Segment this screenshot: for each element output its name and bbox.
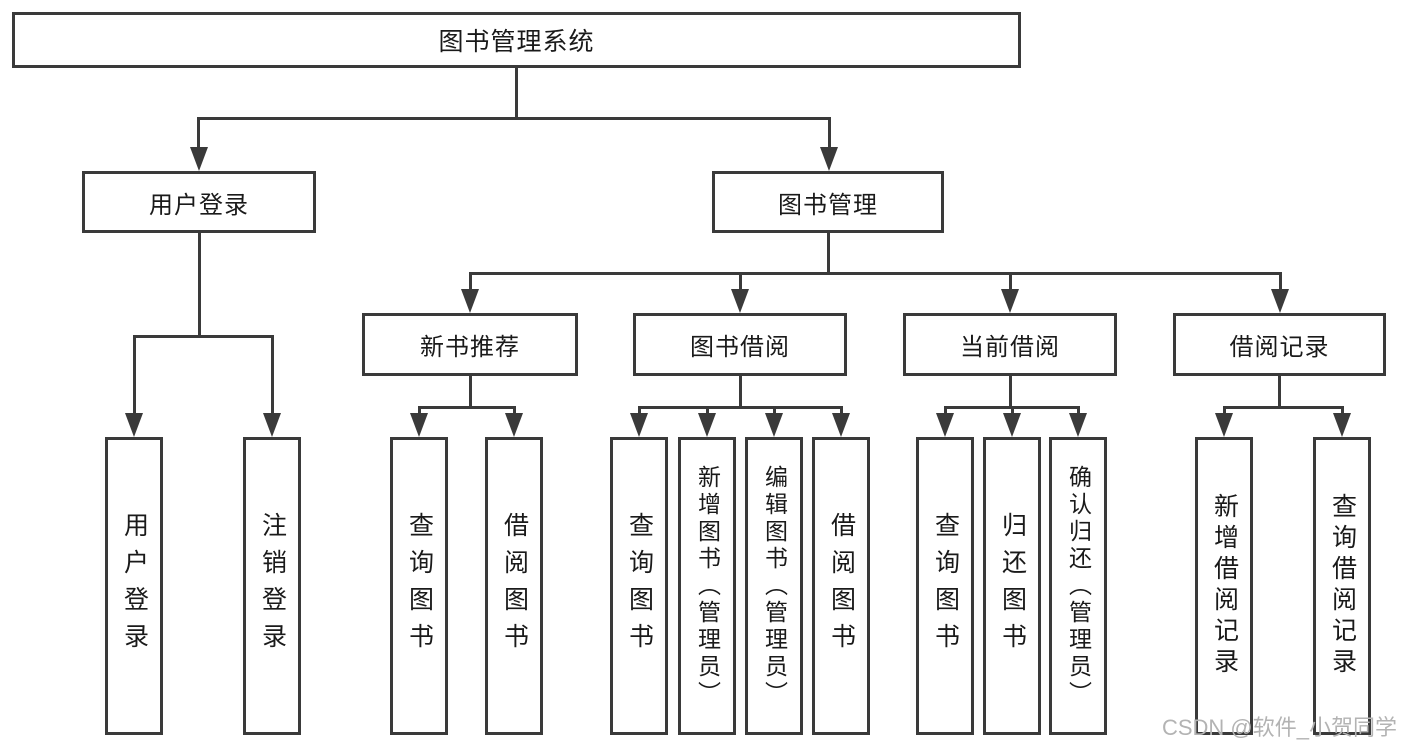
connector-line: [1278, 376, 1281, 408]
leaf-label: 查询借阅记录: [1328, 493, 1357, 679]
node-current-borrowing: 当前借阅: [903, 313, 1117, 376]
connector-line: [198, 233, 201, 335]
connector-line: [1279, 274, 1282, 292]
leaf-borrow-books-recommend: 借阅图书: [485, 437, 543, 735]
connector-line: [469, 376, 472, 408]
leaf-label: 用户登录: [120, 512, 149, 660]
node-library-management-system: 图书管理系统: [12, 12, 1021, 68]
leaf-borrow-books-borrowing: 借阅图书: [812, 437, 870, 735]
arrow-down-icon: [1271, 289, 1289, 313]
connector-line: [827, 233, 830, 274]
arrow-down-icon: [820, 147, 838, 171]
connector-line: [1011, 406, 1014, 416]
leaf-label: 注销登录: [258, 512, 287, 660]
connector-line: [706, 406, 709, 416]
connector-line: [469, 274, 472, 292]
leaf-confirm-return-admin: 确认归还（管理员）: [1049, 437, 1107, 735]
arrow-down-icon: [936, 413, 954, 437]
connector-line: [1077, 406, 1080, 416]
connector-line: [1341, 406, 1344, 416]
node-label: 新书推荐: [420, 334, 520, 361]
leaf-label: 编辑图书（管理员）: [761, 464, 788, 708]
leaf-label: 确认归还（管理员）: [1065, 464, 1092, 708]
connector-line: [1009, 376, 1012, 408]
leaf-label: 查询图书: [625, 512, 654, 660]
leaf-label: 归还图书: [998, 512, 1027, 660]
connector-line: [513, 406, 516, 416]
arrow-down-icon: [1069, 413, 1087, 437]
arrow-down-icon: [1215, 413, 1233, 437]
leaf-return-books: 归还图书: [983, 437, 1041, 735]
connector-line: [638, 406, 641, 416]
node-label: 借阅记录: [1229, 334, 1330, 361]
leaf-query-books-current: 查询图书: [916, 437, 974, 735]
arrow-down-icon: [731, 289, 749, 313]
leaf-edit-book-admin: 编辑图书（管理员）: [745, 437, 803, 735]
connector-line: [418, 406, 516, 409]
leaf-add-borrow-record: 新增借阅记录: [1195, 437, 1253, 735]
connector-line: [515, 67, 518, 118]
arrow-down-icon: [1003, 413, 1021, 437]
connector-line: [1009, 274, 1012, 292]
connector-line: [271, 335, 274, 416]
leaf-label: 查询图书: [931, 512, 960, 660]
node-borrowing-records: 借阅记录: [1173, 313, 1386, 376]
connector-line: [418, 406, 421, 416]
connector-line: [133, 335, 136, 416]
leaf-label: 新增借阅记录: [1210, 493, 1239, 679]
leaf-logout: 注销登录: [243, 437, 301, 735]
arrow-down-icon: [410, 413, 428, 437]
connector-line: [1223, 406, 1226, 416]
arrow-down-icon: [630, 413, 648, 437]
leaf-query-borrow-record: 查询借阅记录: [1313, 437, 1371, 735]
node-user-login: 用户登录: [82, 171, 316, 233]
connector-line: [638, 406, 843, 409]
connector-line: [469, 272, 1282, 275]
connector-line: [1223, 406, 1344, 409]
connector-line: [773, 406, 776, 416]
arrow-down-icon: [125, 413, 143, 437]
connector-line: [739, 274, 742, 292]
arrow-down-icon: [698, 413, 716, 437]
node-label: 图书借阅: [690, 334, 790, 361]
arrow-down-icon: [1333, 413, 1351, 437]
connector-line: [739, 376, 742, 408]
node-book-management: 图书管理: [712, 171, 944, 233]
connector-line: [197, 119, 200, 152]
leaf-user-login: 用户登录: [105, 437, 163, 735]
arrow-down-icon: [765, 413, 783, 437]
node-label: 用户登录: [149, 191, 249, 219]
connector-line: [197, 117, 831, 120]
leaf-add-book-admin: 新增图书（管理员）: [678, 437, 736, 735]
arrow-down-icon: [461, 289, 479, 313]
node-book-borrowing: 图书借阅: [633, 313, 847, 376]
connector-line: [840, 406, 843, 416]
arrow-down-icon: [263, 413, 281, 437]
leaf-label: 借阅图书: [827, 512, 856, 660]
arrow-down-icon: [1001, 289, 1019, 313]
leaf-query-books-borrowing: 查询图书: [610, 437, 668, 735]
leaf-label: 查询图书: [405, 512, 434, 660]
node-label: 图书管理: [778, 191, 878, 219]
arrow-down-icon: [832, 413, 850, 437]
connector-line: [133, 335, 274, 338]
leaf-label: 借阅图书: [500, 512, 529, 660]
connector-line: [944, 406, 947, 416]
csdn-watermark: CSDN @软件_小贺同学: [1161, 715, 1397, 740]
node-new-book-recommendation: 新书推荐: [362, 313, 578, 376]
connector-line: [828, 119, 831, 152]
node-label: 图书管理系统: [438, 28, 595, 56]
leaf-label: 新增图书（管理员）: [694, 464, 721, 708]
leaf-query-books-recommend: 查询图书: [390, 437, 448, 735]
node-label: 当前借阅: [960, 334, 1060, 361]
arrow-down-icon: [505, 413, 523, 437]
arrow-down-icon: [190, 147, 208, 171]
